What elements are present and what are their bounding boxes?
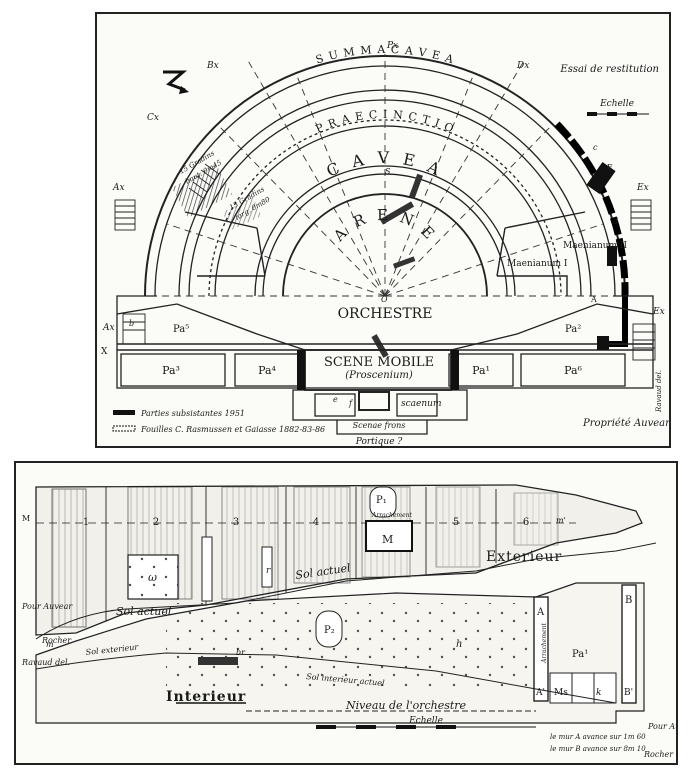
label-h: h: [456, 639, 462, 650]
label-c-point: c: [593, 143, 598, 152]
label-omega: ω: [148, 571, 157, 584]
rocher-left: Rocher: [41, 636, 72, 645]
ring-arena: A R E N E: [329, 206, 440, 246]
label-d-point: d: [613, 217, 618, 226]
label-m-prime: m': [556, 516, 566, 525]
maenianum-2-label: Maenianum II: [563, 241, 627, 251]
theatre-section-panel: 1 2 3 4 5 6 Exterieur Interieur Sol actu…: [14, 461, 678, 765]
plan-scale-label: Echelle: [599, 99, 634, 109]
plan-title: Essai de restitution: [559, 64, 659, 75]
plan-ravaud-label: Ravaud del.: [655, 370, 663, 413]
north-arrow-icon: [163, 70, 189, 94]
legend-dashed-swatch: [112, 425, 136, 432]
pour-auvear-right: Pour Auvear: [647, 722, 676, 731]
theatre-plan-panel: S U M M A C A V E A P R A E C I N C T I …: [95, 12, 671, 448]
label-br: br: [236, 648, 246, 657]
legend-2-label: Fouilles C. Rasmussen et Gaiasse 1882-83…: [140, 425, 325, 434]
label-b: b: [129, 319, 134, 328]
bay-3: 3: [233, 517, 239, 528]
bay-2: 2: [153, 517, 159, 528]
section-scale-bar: [316, 725, 536, 729]
label-r: r: [266, 566, 271, 576]
label-a-point: A: [590, 295, 597, 304]
label-o: O: [381, 295, 388, 304]
pour-auvear-left: Pour Auvear: [21, 602, 73, 611]
label-m: M: [382, 533, 393, 546]
bay-4: 4: [313, 517, 319, 528]
label-f-small: f: [348, 399, 354, 408]
label-m-side: M: [22, 514, 30, 523]
theatre-section-drawing: 1 2 3 4 5 6 Exterieur Interieur Sol actu…: [21, 484, 676, 759]
label-pa5: Pa⁵: [173, 324, 189, 335]
bay-5: 5: [453, 517, 459, 528]
label-p2: P₂: [324, 625, 335, 636]
label-pa3: Pa³: [162, 364, 180, 377]
sol-actuel-left: Sol actuel: [116, 605, 172, 618]
section-echelle: Echelle: [408, 716, 443, 726]
label-pa1: Pa¹: [472, 364, 490, 377]
legend-solid-swatch: [113, 410, 135, 415]
maenianum-1-label: Maenianum I: [507, 259, 568, 269]
rocher-right: Rocher: [643, 750, 674, 759]
bay-1: 1: [83, 517, 89, 528]
label-ex: Ex: [636, 183, 649, 193]
label-s: S: [385, 167, 391, 176]
label-ex2: Ex: [652, 307, 665, 317]
label-pa4: Pa⁴: [258, 364, 276, 377]
bay-6: 6: [523, 517, 529, 528]
plan-scale-bar: [587, 112, 649, 116]
section-ravaud: Ravaud del.: [21, 658, 70, 667]
niveau-orchestre: Niveau de l'orchestre: [345, 699, 467, 712]
label-e-small: e: [333, 395, 338, 404]
label-ax2: Ax: [102, 323, 115, 333]
label-b-lower: B': [624, 688, 633, 698]
scaenum-label: scaenum: [401, 399, 441, 409]
label-k: k: [596, 688, 601, 698]
note-mur-a: le mur A avance sur 1m 60: [550, 733, 646, 741]
label-dx: Dx: [516, 61, 529, 71]
label-pa-right: Pa¹: [572, 649, 588, 660]
label-m-small: m: [46, 640, 54, 649]
legend-1-label: Parties subsistantes 1951: [140, 409, 245, 418]
note-mur-b: le mur B avance sur 8m 10: [550, 745, 646, 753]
label-cx: Cx: [147, 113, 159, 123]
propriete-label: Propriété Auvear: [582, 418, 669, 429]
label-px: Px: [386, 41, 398, 51]
label-p1: P₁: [376, 495, 387, 506]
label-pa6: Pa⁶: [564, 364, 582, 377]
label-x: X: [101, 347, 108, 357]
interieur-heading: Interieur: [166, 689, 246, 705]
proscenium-label: (Proscenium): [345, 370, 413, 381]
exterieur-heading: Exterieur: [486, 549, 562, 565]
scenae-frons-label: Scenae frons: [353, 421, 406, 430]
arrachement-label-2: Arrachement: [541, 622, 548, 664]
label-e-point: E: [607, 163, 613, 172]
theatre-plan-drawing: S U M M A C A V E A P R A E C I N C T I …: [101, 41, 669, 446]
arrachement-label: Arrachement: [371, 512, 413, 519]
label-ms: Ms: [554, 688, 568, 698]
orchestre-label: ORCHESTRE: [338, 306, 433, 322]
portique-label: Portique ?: [355, 437, 403, 446]
label-a-lower: A': [535, 688, 545, 698]
label-bx: Bx: [206, 61, 219, 71]
scene-label: SCENE MOBILE: [324, 355, 434, 370]
label-ax: Ax: [112, 183, 125, 193]
label-a-upper: A: [536, 607, 545, 618]
label-pa2: Pa²: [565, 324, 581, 335]
label-b-upper: B: [625, 595, 632, 606]
